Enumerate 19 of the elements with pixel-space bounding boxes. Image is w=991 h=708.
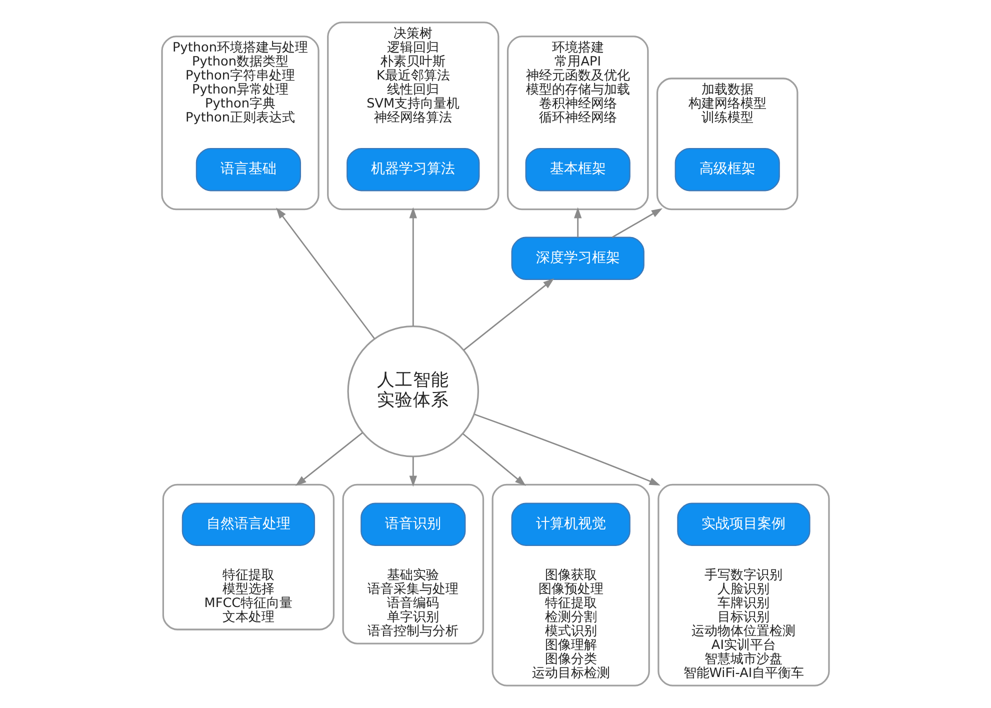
node-box: 高级框架: [674, 148, 780, 192]
node-box: 语言基础: [196, 148, 302, 192]
node-box: 计算机视觉: [511, 502, 630, 546]
node-box: 自然语言处理: [182, 502, 316, 546]
arrow: [409, 207, 417, 326]
node-box: 实战项目案例: [677, 502, 810, 546]
node-circle: 人工智能实验体系: [347, 325, 480, 458]
arrow: [474, 414, 660, 486]
arrow: [574, 207, 582, 238]
arrow: [463, 278, 554, 351]
arrow: [409, 456, 417, 487]
node-box: 基本框架: [525, 148, 630, 192]
arrow: [462, 433, 526, 486]
arrow: [612, 208, 663, 238]
node-box: 语音识别: [360, 502, 466, 546]
node-box: 深度学习框架: [511, 236, 644, 280]
arrow: [276, 208, 375, 340]
arrow: [295, 432, 363, 486]
node-box: 机器学习算法: [346, 148, 480, 192]
